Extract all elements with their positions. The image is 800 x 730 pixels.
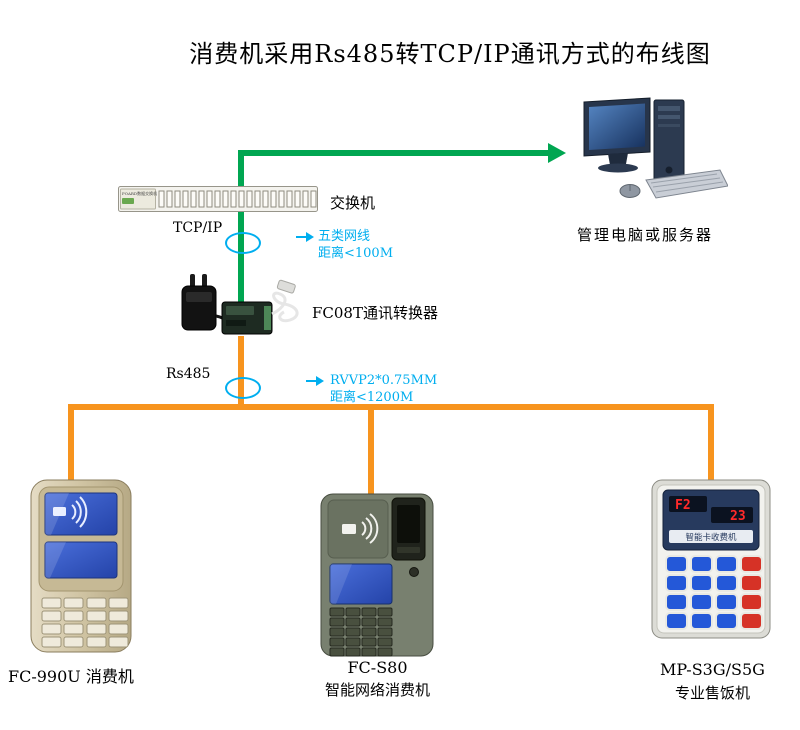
computer-keyboard [645, 169, 728, 199]
mp-display-mode: F2 [675, 498, 691, 513]
computer-tower [653, 99, 685, 187]
management-computer [578, 94, 728, 209]
cat5-annotation-arrow [296, 232, 314, 242]
tcpip-label: TCP/IP [173, 220, 223, 236]
orange-drop-center [368, 404, 374, 500]
mp-panel-text: 智能卡收费机 [685, 532, 737, 543]
converter-box [221, 301, 273, 335]
network-switch: POARD数据交换机 [118, 186, 318, 213]
orange-drop-right [708, 404, 714, 484]
network-switch-graphic: POARD数据交换机 [118, 186, 318, 212]
fcs80-graphic [320, 493, 434, 657]
mp-name-strip: 智能卡收费机 [669, 530, 753, 543]
diagram-title: 消费机采用Rs485转TCP/IP通讯方式的布线图 [189, 40, 711, 68]
fc08t-converter-graphic [181, 274, 299, 335]
cat5-note-line2: 距离<100M [318, 246, 394, 261]
fcs80-screen [329, 563, 393, 605]
fc990u-terminal [26, 478, 136, 656]
serial-plug [276, 279, 296, 294]
fcs80-button [409, 567, 419, 577]
mp-terminal: F2 23 智能卡收费机 [650, 476, 772, 644]
switch-ports [158, 190, 317, 208]
fcs80-terminal [318, 492, 436, 660]
fcs80-rfid-panel [327, 499, 389, 559]
cat5-annotation-ellipse [225, 232, 261, 254]
switch-logo-badge [122, 198, 134, 204]
mp-display-mode-window: F2 [669, 496, 707, 513]
management-computer-graphic [583, 97, 728, 199]
card-icon [342, 524, 356, 534]
green-line-to-computer [238, 150, 548, 156]
fc990u-keypad [41, 597, 129, 648]
computer-mouse [619, 184, 641, 198]
fc990u-label: FC-990U 消费机 [8, 667, 134, 686]
power-adapter [181, 274, 217, 331]
fc990u-screen-top [44, 492, 118, 536]
orange-rs485-vertical [238, 336, 244, 410]
rfid-wave-icon [361, 513, 379, 544]
fcs80-model-label: FC-S80 [347, 658, 408, 677]
rs485-annotation-arrow [306, 376, 324, 386]
converter-label: FC08T通讯转换器 [312, 304, 438, 322]
serial-cable [271, 291, 299, 323]
cat5-annotation-text: 五类网线 距离<100M [318, 228, 393, 262]
fcs80-label: 智能网络消费机 [324, 681, 430, 699]
fc990u-graphic [30, 479, 132, 653]
computer-label: 管理电脑或服务器 [576, 226, 713, 244]
computer-monitor [583, 97, 651, 173]
mp-label: 专业售饭机 [674, 684, 750, 702]
rs485-annotation-text: RVVP2*0.75MM 距离<1200M [330, 372, 437, 406]
mp-keypad [665, 555, 763, 630]
green-backbone-vertical [238, 150, 244, 310]
green-arrowhead [548, 143, 566, 163]
rfid-wave-icon [71, 496, 88, 528]
orange-rs485-bus [68, 404, 714, 410]
fcs80-keypad [329, 607, 393, 657]
switch-panel-text: POARD数据交换机 [122, 190, 157, 196]
switch-label: 交换机 [330, 194, 376, 212]
mp-graphic: F2 23 智能卡收费机 [651, 479, 771, 639]
fcs80-fingerprint-module [391, 497, 426, 561]
mp-display-value: 23 [730, 509, 746, 524]
cat5-note-line1: 五类网线 [318, 229, 371, 244]
mp-model-label: MP-S3G/S5G [660, 660, 765, 679]
rs485-label: Rs485 [166, 366, 211, 382]
orange-drop-left [68, 404, 74, 484]
mp-display-value-window: 23 [711, 507, 753, 524]
fc990u-screen-bottom [44, 541, 118, 579]
rs485-note-line2: 距离<1200M [330, 390, 414, 405]
card-icon [53, 507, 66, 516]
rs485-note-line1: RVVP2*0.75MM [330, 373, 438, 388]
rs485-annotation-ellipse [225, 377, 261, 399]
fc08t-converter [178, 268, 308, 350]
